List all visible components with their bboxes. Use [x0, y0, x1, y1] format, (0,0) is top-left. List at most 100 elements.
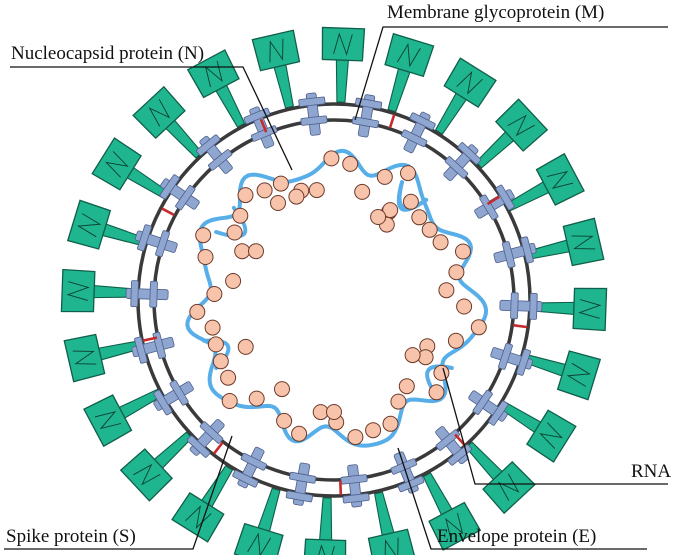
membrane-glycoprotein-label: Membrane glycoprotein (M): [387, 2, 605, 23]
glycoprotein-inner-wing: [401, 129, 428, 148]
envelope-protein: [161, 207, 175, 217]
nucleocapsid-protein: [232, 207, 249, 224]
nucleocapsid-protein: [400, 165, 416, 182]
envelope-protein-bar: [212, 441, 224, 455]
spike-stem: [374, 491, 395, 536]
nucleocapsid-protein: [448, 264, 465, 281]
spike-zigzag: [396, 43, 421, 68]
spike-head: [572, 287, 608, 332]
envelope-leader-line: [397, 447, 647, 550]
envelope-protein-bar: [259, 118, 268, 133]
spike-head: [233, 522, 284, 555]
nucleocapsid-protein: [398, 378, 415, 395]
nucleocapsid-protein: [455, 243, 471, 260]
glycoprotein-inner-wing: [155, 230, 170, 258]
membrane-glycoprotein-layer: [125, 92, 543, 508]
spike-protein: [302, 497, 347, 555]
spike-zigzag: [133, 463, 161, 486]
spike-protein: [119, 431, 193, 502]
glycoprotein-inner-wing: [444, 156, 469, 179]
nucleocapsid-leader-line: [10, 66, 293, 171]
nucleocapsid-protein: [237, 338, 254, 355]
envelope-protein-bar: [454, 433, 466, 446]
spike-zigzag: [497, 473, 520, 501]
envelope-protein: [142, 336, 158, 342]
envelope-protein-bar: [388, 114, 396, 129]
spike-protein-layer: [60, 26, 608, 555]
membrane-glycoprotein: [131, 331, 175, 364]
spike-zigzag: [247, 532, 272, 555]
nucleocapsid-protein: [402, 193, 419, 210]
spike-zigzag: [578, 299, 602, 319]
nucleocapsid-protein: [226, 224, 243, 241]
spike-stem: [257, 487, 281, 532]
spike-stem: [387, 68, 411, 113]
nucleocapsid-protein: [370, 209, 387, 225]
glycoprotein-inner-wing: [472, 389, 493, 415]
spike-leader-line: [4, 435, 233, 550]
envelope-protein-bar: [486, 195, 501, 206]
glycoprotein-outer-wing: [520, 236, 534, 264]
spike-head: [302, 538, 347, 555]
nucleocapsid-protein: [390, 393, 407, 410]
glycoprotein-outer-wing: [457, 142, 482, 165]
spike-head: [367, 528, 417, 555]
nucleocapsid-protein: [433, 364, 450, 381]
nucleocapsid-protein: [195, 227, 212, 244]
glycoprotein-outer-wing: [355, 97, 383, 110]
glycoprotein-outer-wing: [488, 400, 509, 426]
nucleocapsid-protein: [411, 209, 428, 226]
nucleocapsid-protein: [417, 349, 434, 366]
spike-stem: [335, 59, 349, 103]
envelope-protein-label: Envelope protein (E): [437, 526, 597, 547]
nucleocapsid-protein: [291, 425, 308, 442]
nucleocapsid-protein: [404, 347, 421, 364]
nucleocapsid-protein: [354, 183, 371, 200]
spike-zigzag: [333, 32, 353, 56]
spike-protein: [63, 333, 143, 383]
glycoprotein-outer-wing: [186, 435, 211, 458]
membrane-glycoprotein: [401, 111, 436, 154]
nucleocapsid-protein: [323, 150, 340, 167]
spike-zigzag: [456, 71, 483, 95]
glycoprotein-inner-wing: [240, 452, 267, 471]
nucleocapsid-protein: [428, 384, 445, 401]
nucleocapsid-protein: [421, 221, 438, 238]
spike-zigzag: [539, 422, 563, 449]
glycoprotein-outer-wing: [298, 96, 326, 107]
spike-protein: [66, 199, 147, 250]
nucleocapsid-protein: [326, 404, 342, 420]
glycoprotein-inner-wing: [175, 185, 196, 211]
nucleocapsid-protein: [376, 168, 393, 185]
spike-head: [60, 268, 96, 313]
glycoprotein-inner-wing: [250, 125, 278, 142]
membrane-glycoprotein: [435, 426, 472, 466]
spike-zigzag: [204, 60, 223, 88]
spike-zigzag: [105, 151, 129, 178]
glycoprotein-outer-wing: [409, 112, 436, 131]
glycoprotein-inner-wing: [340, 474, 368, 485]
nucleocapsid-protein: [342, 155, 359, 172]
spike-protein: [531, 287, 608, 332]
glycoprotein-inner-wing: [435, 429, 460, 451]
spike-protein: [367, 491, 417, 555]
glycoprotein-outer-wing: [397, 475, 425, 493]
rna-label: RNA: [631, 461, 672, 482]
nucleocapsid-protein: [274, 381, 290, 398]
nucleocapsid-protein: [189, 303, 206, 320]
spike-protein: [506, 152, 585, 212]
spike-head: [384, 32, 435, 78]
spike-zigzag: [185, 505, 212, 529]
rna-leader-line: [442, 367, 668, 485]
nucleocapsid-protein: [206, 286, 223, 302]
nucleocapsid-protein: [272, 175, 289, 192]
rna-loop: [397, 180, 429, 211]
nucleocapsid-protein: [365, 422, 382, 439]
nucleocapsid-protein: [432, 234, 449, 251]
envelope-protein: [513, 323, 528, 329]
label-leader-lines: [4, 26, 668, 550]
spike-protein: [422, 472, 482, 551]
spike-stem: [319, 497, 333, 541]
spike-stem: [200, 465, 234, 508]
glycoprotein-inner-wing: [169, 379, 189, 406]
